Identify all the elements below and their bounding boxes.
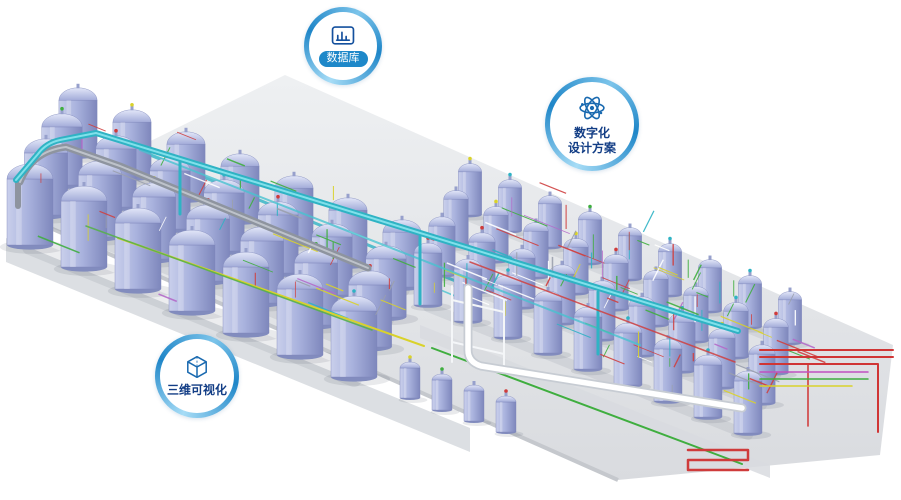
cube-3d-icon [184, 354, 210, 380]
badge-3d-visualization[interactable]: 三维可视化 [155, 334, 239, 418]
badge-digital-design-body: 数字化 设计方案 [550, 82, 634, 166]
badge-digital-design-label-line1: 数字化 [573, 125, 610, 140]
badge-3d-visualization-body: 三维可视化 [160, 339, 234, 413]
atom-icon [577, 93, 607, 123]
plant-piping [13, 123, 894, 472]
badge-database-label: 数据库 [318, 51, 368, 67]
badge-3d-visualization-label: 三维可视化 [166, 383, 227, 397]
bar-chart-icon [330, 25, 356, 48]
badge-digital-design-label-line2: 设计方案 [567, 140, 616, 155]
badge-database[interactable]: 数据库 [304, 7, 382, 85]
plant-tanks [0, 83, 810, 440]
badge-digital-design[interactable]: 数字化 设计方案 [545, 77, 639, 171]
badge-database-body: 数据库 [309, 12, 377, 80]
